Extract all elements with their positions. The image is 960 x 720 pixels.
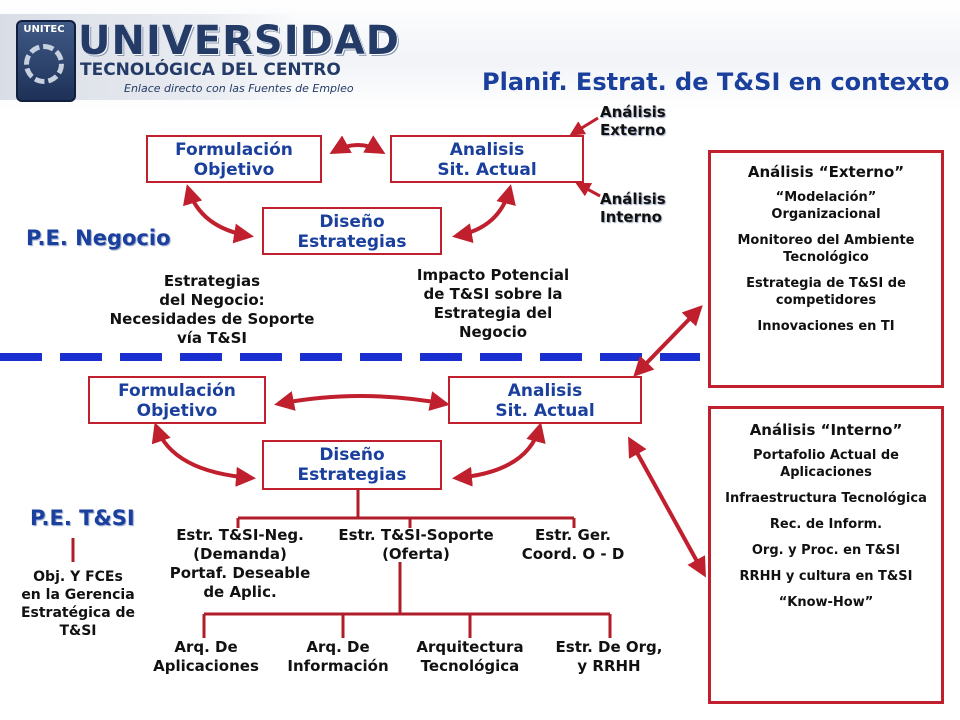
- box-label: Analisis: [507, 381, 583, 401]
- arrow-top-formulacion-diseno: [183, 184, 254, 244]
- label-analisis-externo: Análisis Externo: [600, 103, 666, 139]
- text-line: Estr. T&SI-Neg.: [176, 526, 304, 544]
- box-label: Diseño: [319, 445, 385, 465]
- arrow-top-analisis-diseno: [452, 184, 516, 243]
- box-label: Sit. Actual: [495, 401, 595, 421]
- text-line: Arquitectura: [416, 638, 524, 656]
- arrow-bottom-analisis-diseno: [452, 422, 546, 487]
- label-analisis-interno: Análisis Interno: [600, 190, 666, 226]
- box-label: Analisis: [449, 140, 525, 160]
- box-top-formulacion-objetivo: Formulación Objetivo: [146, 135, 322, 183]
- text-arq-aplicaciones: Arq. De Aplicaciones: [140, 638, 272, 676]
- logo-tagline: Enlace directo con las Fuentes de Empleo: [124, 82, 354, 95]
- logo-badge-text: UNITEC: [23, 24, 65, 35]
- tree-connectors: [71, 490, 612, 638]
- text-line: T&SI: [59, 623, 97, 639]
- text-line: y RRHH: [577, 657, 641, 675]
- gear-icon: [24, 44, 64, 84]
- text-line: Arq. De: [174, 638, 238, 656]
- arrow-to-externo-panel: [633, 305, 703, 377]
- label-line: Análisis: [600, 190, 666, 208]
- text-line: Estr. T&SI-Soporte: [338, 526, 494, 544]
- text-estr-ger: Estr. Ger. Coord. O - D: [506, 526, 640, 564]
- box-label: Diseño: [319, 212, 385, 232]
- label-line: Análisis: [600, 103, 666, 121]
- text-line: Estr. De Org,: [555, 638, 663, 656]
- page-title: Planif. Estrat. de T&SI en contexto: [482, 68, 950, 96]
- box-label: Objetivo: [136, 401, 218, 421]
- text-line: Arq. De: [306, 638, 370, 656]
- box-top-analisis-sit-actual: Analisis Sit. Actual: [390, 135, 584, 183]
- text-line: Estratégica de: [20, 605, 136, 621]
- text-line: en la Gerencia: [21, 587, 135, 603]
- text-line: Estr. Ger.: [535, 526, 611, 544]
- panel-item: Rec. de Inform.: [769, 517, 883, 532]
- arrow-analisis-interno: [575, 182, 601, 198]
- text-impacto-potencial: Impacto Potencial de T&SI sobre la Estra…: [384, 266, 602, 342]
- box-top-diseno-estrategias: Diseño Estrategias: [262, 207, 442, 255]
- text-line: de T&SI sobre la: [423, 285, 563, 303]
- text-line: de Aplic.: [203, 583, 277, 601]
- panel-item: “Modelación” Organizacional: [771, 190, 881, 222]
- box-label: Estrategias: [297, 232, 407, 252]
- text-estr-tsi-neg: Estr. T&SI-Neg. (Demanda) Portaf. Deseab…: [152, 526, 328, 602]
- text-line: Estrategias: [163, 272, 261, 290]
- arrow-analisis-externo: [569, 116, 599, 136]
- panel-item: RRHH y cultura en T&SI: [739, 569, 913, 584]
- text-line: del Negocio:: [159, 291, 265, 309]
- arrow-bottom-formulacion-analisis: [274, 391, 450, 411]
- text-line: Impacto Potencial: [416, 266, 570, 284]
- box-label: Sit. Actual: [437, 160, 537, 180]
- text-line: Información: [287, 657, 389, 675]
- box-label: Formulación: [118, 381, 236, 401]
- panel-title: Análisis “Interno”: [749, 421, 903, 439]
- logo-main-text: UNIVERSIDAD: [78, 18, 400, 64]
- panel-analisis-interno: Análisis “Interno” Portafolio Actual de …: [708, 406, 944, 704]
- text-line: (Oferta): [382, 545, 450, 563]
- text-estr-org-rrhh: Estr. De Org, y RRHH: [542, 638, 676, 676]
- text-arquitectura-tecnologica: Arquitectura Tecnológica: [404, 638, 536, 676]
- text-estrategias-negocio: Estrategias del Negocio: Necesidades de …: [80, 272, 344, 348]
- label-pe-negocio: P.E. Negocio: [26, 226, 171, 250]
- text-line: vía T&SI: [177, 329, 247, 347]
- panel-item: Portafolio Actual de Aplicaciones: [753, 448, 899, 480]
- box-label: Objetivo: [193, 160, 275, 180]
- logo-sub-text: TECNOLÓGICA DEL CENTRO: [80, 60, 341, 80]
- panel-title: Análisis “Externo”: [747, 163, 905, 181]
- text-line: Aplicaciones: [153, 657, 259, 675]
- panel-item: Org. y Proc. en T&SI: [751, 543, 901, 558]
- panel-analisis-externo: Análisis “Externo” “Modelación” Organiza…: [708, 150, 944, 388]
- panel-item: Monitoreo del Ambiente Tecnológico: [737, 233, 915, 265]
- text-line: Necesidades de Soporte: [109, 310, 315, 328]
- text-obj-fces: Obj. Y FCEs en la Gerencia Estratégica d…: [4, 568, 152, 640]
- text-line: Negocio: [458, 323, 528, 341]
- arrow-top-formulacion-analisis: [329, 135, 386, 155]
- box-label: Formulación: [175, 140, 293, 160]
- label-pe-tsi: P.E. T&SI: [30, 506, 135, 530]
- box-bottom-diseno-estrategias: Diseño Estrategias: [262, 440, 442, 490]
- label-line: Interno: [600, 208, 662, 226]
- box-bottom-formulacion-objetivo: Formulación Objetivo: [88, 376, 266, 424]
- text-line: Tecnológica: [420, 657, 520, 675]
- text-line: Portaf. Deseable: [169, 564, 311, 582]
- panel-item: Innovaciones en TI: [757, 319, 895, 334]
- text-estr-tsi-soporte: Estr. T&SI-Soporte (Oferta): [322, 526, 510, 564]
- panel-item: “Know-How”: [778, 595, 874, 610]
- panel-item: Infraestructura Tecnológica: [725, 491, 927, 506]
- text-line: Coord. O - D: [521, 545, 625, 563]
- box-label: Estrategias: [297, 465, 407, 485]
- panel-item: Estrategia de T&SI de competidores: [746, 276, 906, 308]
- arrow-to-interno-panel: [628, 436, 706, 578]
- label-line: Externo: [600, 121, 666, 139]
- text-arq-informacion: Arq. De Información: [276, 638, 400, 676]
- arrow-bottom-formulacion-diseno: [151, 422, 256, 487]
- box-bottom-analisis-sit-actual: Analisis Sit. Actual: [448, 376, 642, 424]
- text-line: Obj. Y FCEs: [33, 569, 123, 585]
- text-line: Estrategia del: [433, 304, 553, 322]
- text-line: (Demanda): [193, 545, 287, 563]
